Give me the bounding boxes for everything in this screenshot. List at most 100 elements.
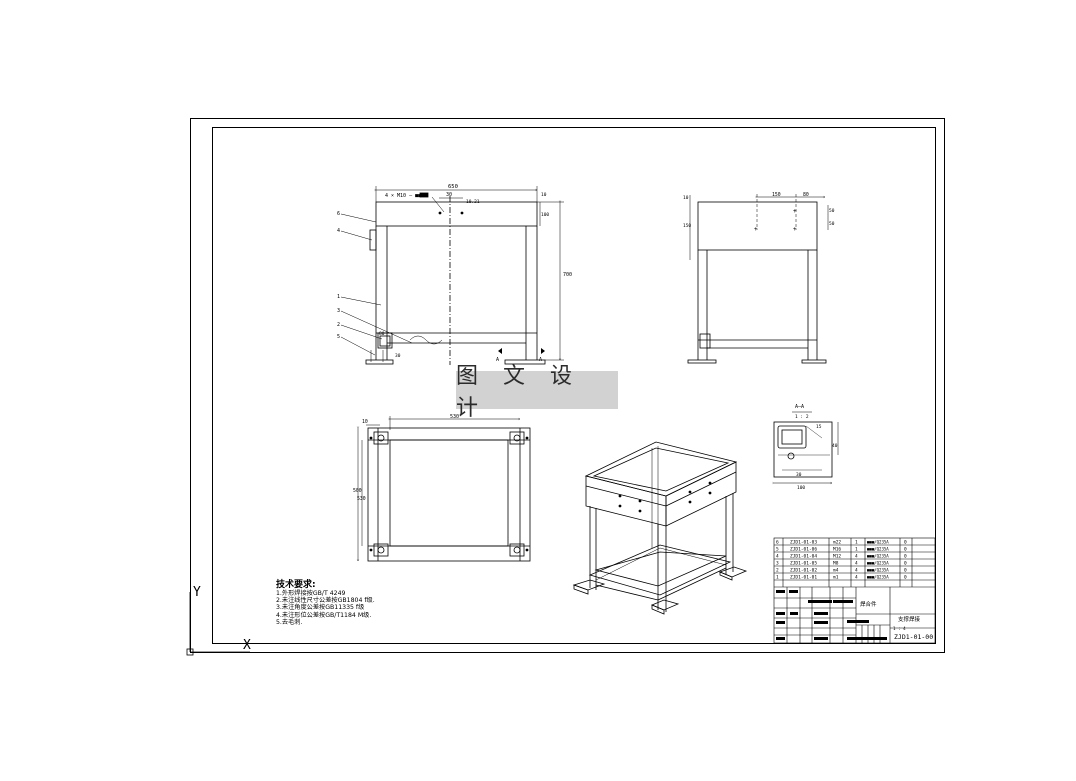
- plan-side-dimension-2: 530: [357, 496, 366, 502]
- bom-no: 1: [776, 575, 779, 581]
- front-hole-callout: 4 × M10 — ■■: [385, 193, 421, 199]
- front-view: [340, 186, 564, 365]
- section-title: A—A: [795, 404, 804, 410]
- watermark-banner: 图 文 设 计: [456, 364, 618, 421]
- bom-name: M16: [833, 547, 841, 553]
- bom-name: M12: [833, 554, 841, 560]
- bom-qty: 4: [855, 561, 858, 567]
- bom-no: 5: [776, 547, 779, 553]
- front-foot-dim-2: 30: [395, 353, 401, 359]
- bom-row: 1 ZJD1-01-01 m1 4 ■■■/Q235A 0: [776, 575, 907, 581]
- bom-row: 6 ZJD1-01-03 m22 1 ■■■/Q235A 0: [776, 540, 907, 546]
- part-balloon: 5: [337, 334, 340, 340]
- bom-weight: 0: [904, 547, 907, 553]
- tech-note-line: 4.未注形位公差按GB/T1184 M级.: [276, 611, 372, 619]
- side-dim-top-1: 150: [772, 192, 781, 198]
- technical-requirements: 技术要求: 1.外形焊接按GB/T 4249 2.未注线性尺寸公差按GB1804…: [276, 580, 375, 626]
- bom-weight: 0: [904, 540, 907, 546]
- bom-material: ■■■/Q235A: [867, 568, 889, 573]
- bom-material: ■■■/Q235A: [867, 575, 889, 580]
- bom-weight: 0: [904, 554, 907, 560]
- front-hole-spacing: 30: [446, 192, 452, 198]
- bom-code: ZJD1-01-02: [790, 568, 817, 574]
- inner-border: [212, 127, 936, 644]
- bom-qty: 1: [855, 547, 858, 553]
- section-dim-1: 15: [816, 424, 822, 430]
- assembly-label: 焊合件: [860, 600, 877, 608]
- front-foot-dim-1: 80: [379, 331, 385, 337]
- bom-no: 4: [776, 554, 779, 560]
- front-top-dimension: 650: [448, 184, 458, 190]
- side-right-dim-2: 50: [829, 221, 835, 227]
- plan-side-dimension: 500: [353, 488, 362, 494]
- tech-note-line: 5.去毛刺.: [276, 618, 303, 626]
- part-balloon: 1: [337, 294, 340, 300]
- bom-name: M8: [833, 561, 839, 567]
- bom-name: m4: [833, 568, 839, 574]
- bom-weight: 0: [904, 568, 907, 574]
- front-right-dim-2: 100: [541, 212, 549, 218]
- ucs-icon: [186, 592, 250, 656]
- tech-notes-title: 技术要求:: [276, 580, 316, 590]
- bom-material: ■■■/Q235A: [867, 561, 889, 566]
- outer-border: [190, 118, 945, 653]
- bom-code: ZJD1-01-06: [790, 547, 817, 553]
- section-dim-3: 30: [796, 472, 802, 478]
- bom-qty: 4: [855, 568, 858, 574]
- scale-label: 1 : 4: [893, 626, 906, 631]
- section-marker-left: A: [496, 357, 499, 363]
- part-balloon: 6: [337, 211, 340, 217]
- side-dim-top-2: 80: [803, 192, 809, 198]
- bom-code: ZJD1-01-04: [790, 554, 817, 560]
- side-view: + + +: [687, 194, 829, 364]
- plan-left-offset: 10: [362, 419, 368, 425]
- section-dim-2: 40: [832, 443, 838, 449]
- bom-qty: 4: [855, 554, 858, 560]
- bom-row: 4 ZJD1-01-04 M12 4 ■■■/Q235A 0: [776, 554, 907, 560]
- plan-top-dimension: 530: [450, 414, 459, 420]
- ucs-y-label: Y: [193, 585, 201, 600]
- part-balloon: 3: [337, 308, 340, 314]
- bom-row: 2 ZJD1-01-02 m4 4 ■■■/Q235A 0: [776, 568, 907, 574]
- isometric-view: [572, 441, 748, 615]
- plan-view: [358, 416, 531, 562]
- section-marker-right: A: [539, 357, 542, 363]
- bom-code: ZJD1-01-03: [790, 540, 817, 546]
- front-height-dimension: 700: [563, 272, 572, 278]
- section-scale: 1 : 2: [795, 414, 809, 420]
- bom-material: ■■■/Q235A: [867, 547, 889, 552]
- bom-name: m22: [833, 540, 841, 546]
- svg-text:+: +: [793, 208, 797, 215]
- bom-weight: 0: [904, 575, 907, 581]
- part-balloon: 2: [337, 322, 340, 328]
- front-right-dim-1: 10: [541, 192, 547, 198]
- bom-no: 6: [776, 540, 779, 546]
- side-left-dim-1: 10: [683, 195, 689, 201]
- bom-row: 5 ZJD1-01-06 M16 1 ■■■/Q235A 0: [776, 547, 907, 553]
- ucs-x-label: X: [243, 638, 251, 653]
- drawing-number: ZJD1-01-00: [894, 633, 933, 641]
- bom-no: 3: [776, 561, 779, 567]
- tech-note-line: 1.外形焊接按GB/T 4249: [276, 590, 346, 597]
- bom-qty: 4: [855, 575, 858, 581]
- tech-note-line: 2.未注线性尺寸公差按GB1804 f级.: [276, 597, 375, 605]
- side-left-dim-2: 150: [683, 223, 691, 229]
- bom-material: ■■■/Q235A: [867, 554, 889, 559]
- bom-no: 2: [776, 568, 779, 574]
- bom-code: ZJD1-01-05: [790, 561, 817, 567]
- watermark-text: 图 文 设 计: [456, 364, 581, 421]
- part-balloon: 4: [337, 228, 340, 234]
- bom-name: m1: [833, 575, 839, 581]
- title-block: [773, 537, 936, 644]
- bom-material: ■■■/Q235A: [867, 540, 889, 545]
- bom-weight: 0: [904, 561, 907, 567]
- svg-text:+: +: [793, 226, 797, 233]
- front-hole-offset: 10.21: [466, 199, 480, 205]
- bom-qty: 1: [855, 540, 858, 546]
- section-dim-4: 100: [797, 485, 805, 491]
- title-block-fills: [776, 590, 887, 640]
- side-right-dim-1: 50: [829, 208, 835, 214]
- section-view: [774, 411, 839, 483]
- bom-code: ZJD1-01-01: [790, 575, 817, 581]
